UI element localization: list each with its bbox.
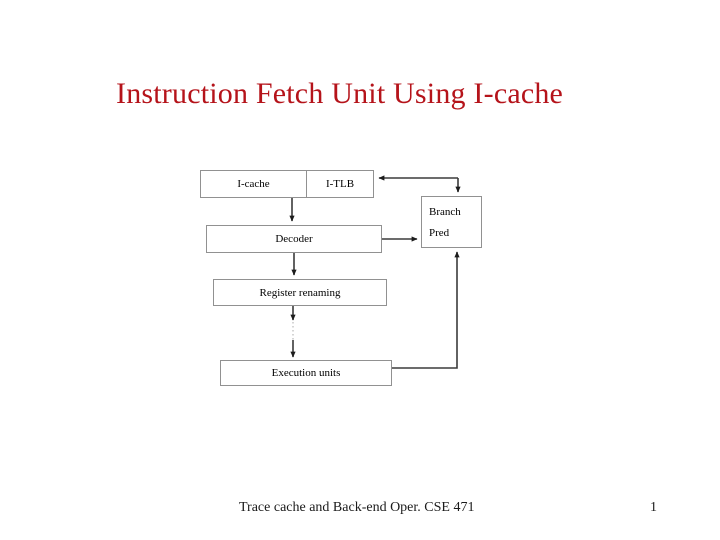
node-execution-units[interactable]: Execution units	[220, 360, 392, 386]
node-register-renaming-label: Register renaming	[259, 286, 341, 299]
node-itlb-label: I-TLB	[325, 178, 355, 190]
node-icache-itlb[interactable]: I-cache I-TLB	[200, 170, 374, 198]
node-branch-pred[interactable]: Branch Pred	[421, 196, 482, 248]
node-icache-label: I-cache	[201, 171, 307, 197]
node-branch-pred-label-line2: Pred	[429, 227, 450, 239]
connector-execution-units-to-branch-pred	[392, 251, 460, 369]
node-branch-pred-label-line1: Branch	[429, 206, 461, 218]
node-decoder[interactable]: Decoder	[206, 225, 382, 253]
node-decoder-label: Decoder	[275, 233, 313, 245]
footer-text: Trace cache and Back-end Oper. CSE 471	[239, 500, 475, 515]
page-title: Instruction Fetch Unit Using I-cache	[116, 77, 564, 110]
node-register-renaming[interactable]: Register renaming	[213, 279, 387, 306]
node-execution-units-label: Execution units	[271, 367, 341, 379]
footer-page-number: 1	[650, 500, 657, 515]
